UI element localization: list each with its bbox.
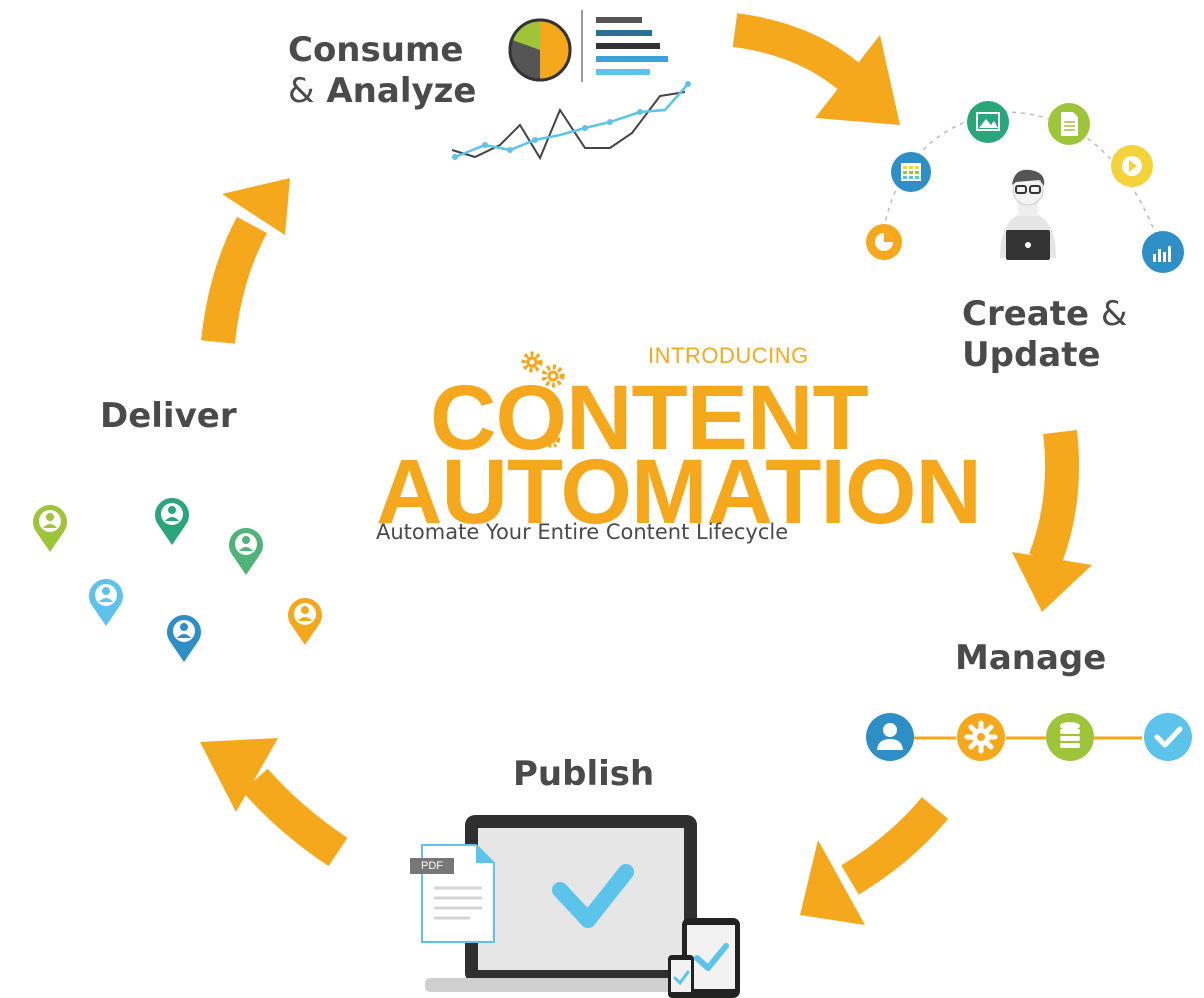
update-label: Update: [962, 334, 1101, 375]
consume-label: Consume: [288, 30, 464, 70]
stage-label-manage: Manage: [955, 638, 1107, 678]
line-chart-icon: [451, 81, 691, 161]
tablet-icon: [682, 918, 740, 998]
stage-label-publish: Publish: [513, 754, 655, 794]
gear-icon: [544, 432, 560, 448]
consume-amp: &: [288, 70, 315, 111]
stage-label-create-update: Create & Update: [962, 294, 1127, 376]
location-pin-icon: [154, 498, 189, 545]
location-pin-icon: [166, 615, 202, 662]
gear-icon: [521, 351, 543, 373]
table-icon: [891, 152, 931, 192]
location-pin-icon: [228, 528, 263, 575]
location-pin-icon: [33, 504, 67, 552]
gear-icon: [541, 364, 565, 388]
logo-word-automation: AUTOMATION: [376, 441, 982, 543]
checkmark-icon: [552, 864, 634, 928]
logo-intro-text: INTRODUCING: [648, 343, 809, 368]
gear-icon: [957, 713, 1005, 761]
image-icon: [967, 101, 1009, 143]
document-icon: [410, 844, 495, 943]
horizontal-bar-chart-icon: [596, 17, 668, 75]
stage-label-deliver: Deliver: [100, 396, 237, 436]
laptop-icon: [425, 815, 735, 992]
location-pin-icon: [89, 579, 124, 626]
document-icon: [1048, 103, 1090, 145]
arrow-create-to-manage: [1012, 430, 1092, 612]
create-amp: &: [1100, 294, 1128, 334]
person-at-laptop-icon: [1000, 169, 1056, 260]
database-icon: [1046, 713, 1094, 761]
arrow-deliver-to-consume: [201, 178, 290, 344]
arrow-consume-to-create: [732, 13, 900, 125]
bar-chart-icon: [1142, 231, 1184, 273]
logo-word-content: CONTENT: [430, 367, 869, 469]
analyze-label: Analyze: [326, 70, 477, 111]
pie-chart-icon: [866, 224, 902, 260]
create-label: Create: [962, 294, 1090, 334]
play-icon: [1111, 145, 1153, 187]
location-pin-icon: [288, 598, 323, 645]
stage-label-consume-analyze: Consume & Analyze: [288, 30, 477, 112]
pdf-tag: PDF: [421, 860, 443, 872]
arrow-manage-to-publish: [800, 796, 949, 925]
logo-tagline: Automate Your Entire Content Lifecycle: [376, 520, 789, 544]
checkmark-icon: [1144, 713, 1192, 761]
phone-icon: [668, 955, 694, 998]
pie-chart-icon: [508, 18, 572, 82]
user-icon: [866, 713, 914, 761]
arrow-publish-to-deliver: [200, 738, 348, 867]
